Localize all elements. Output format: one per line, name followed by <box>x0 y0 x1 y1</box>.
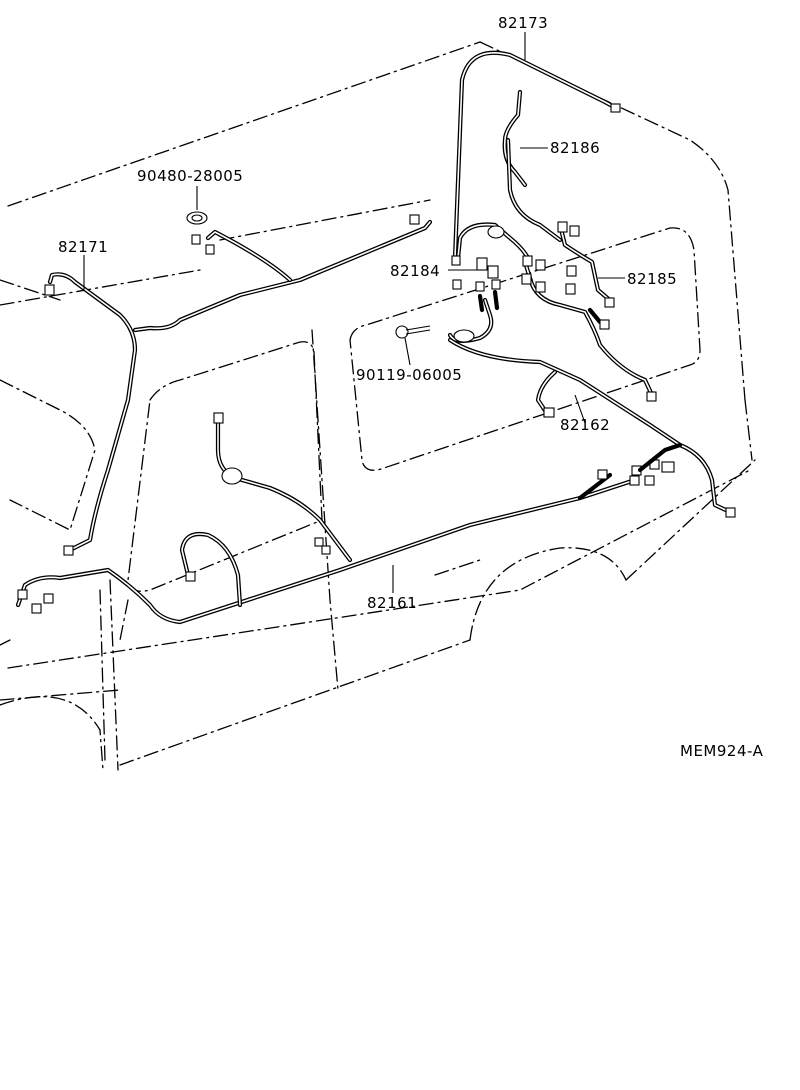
bolt-90119-06005 <box>395 325 431 339</box>
connector <box>314 537 324 547</box>
grommet-90480-28005 <box>186 211 208 225</box>
connector <box>31 603 42 614</box>
connector <box>644 475 655 486</box>
vehicle-body-outline <box>0 41 756 771</box>
connector <box>321 545 331 555</box>
connector <box>661 461 675 473</box>
connector <box>543 407 555 418</box>
connector <box>521 273 532 285</box>
label-82171: 82171 <box>58 238 108 256</box>
connector <box>725 507 736 518</box>
connector <box>487 265 499 279</box>
harness-82161 <box>15 412 683 625</box>
diagram-code: MEM924-A <box>680 742 764 760</box>
connector <box>557 221 568 233</box>
harness-82186 <box>502 89 563 243</box>
connector <box>535 259 546 271</box>
harness-82184 <box>447 222 733 515</box>
connector <box>213 412 224 424</box>
harness-82171 <box>44 214 433 556</box>
connector <box>451 255 461 266</box>
connector <box>205 244 215 255</box>
label-82161: 82161 <box>367 594 417 612</box>
connector <box>629 475 640 486</box>
connector <box>43 593 54 604</box>
connector <box>522 255 533 267</box>
label-90119-06005: 90119-06005 <box>356 366 462 384</box>
connector <box>566 265 577 277</box>
connector <box>63 545 74 556</box>
connector <box>452 279 462 290</box>
connector <box>475 281 485 292</box>
connector <box>476 257 488 271</box>
connector <box>565 283 576 295</box>
connector <box>597 469 608 480</box>
harness-82162 <box>535 369 558 418</box>
connector <box>610 103 621 113</box>
connector <box>44 284 55 296</box>
part-labels: 82173 82186 90480-28005 82171 82184 8218… <box>58 14 764 760</box>
connector <box>604 297 615 308</box>
harness-82173 <box>452 50 621 261</box>
label-82162: 82162 <box>560 416 610 434</box>
label-82184: 82184 <box>390 262 440 280</box>
label-82186: 82186 <box>550 139 600 157</box>
leader-lines <box>83 32 625 593</box>
connector <box>646 391 657 402</box>
connector <box>599 319 610 330</box>
connector <box>17 589 28 600</box>
connector <box>185 571 196 582</box>
connector <box>491 279 501 290</box>
connector <box>191 234 201 245</box>
label-90480-28005: 90480-28005 <box>137 167 243 185</box>
connector <box>535 281 546 293</box>
connector <box>409 214 420 225</box>
label-82173: 82173 <box>498 14 548 32</box>
harness-82185 <box>521 221 736 518</box>
connector <box>569 225 580 237</box>
label-82185: 82185 <box>627 270 677 288</box>
